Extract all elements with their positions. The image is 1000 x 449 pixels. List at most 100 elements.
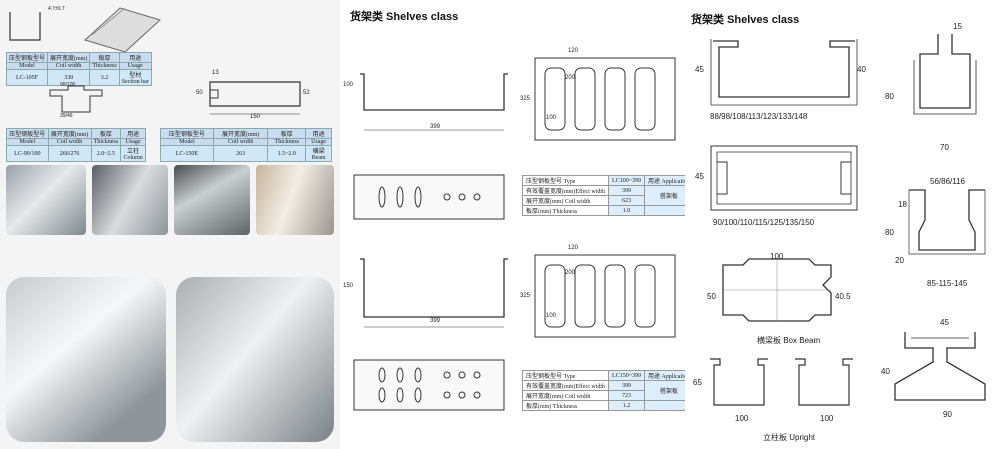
th: 展开宽度(mm)	[47, 128, 92, 139]
upright-2	[795, 358, 853, 406]
spec-label: 用途 Application	[643, 370, 685, 381]
c-profile-2	[710, 145, 858, 211]
dim-label: 100	[546, 115, 557, 121]
dim-label: 65	[693, 378, 702, 387]
dim-label: 100	[820, 414, 834, 423]
dim-label: 50	[196, 90, 203, 96]
th: Usage	[305, 138, 332, 146]
dim-label: 45	[695, 65, 704, 74]
th: 展开宽度(mm)	[47, 52, 91, 63]
hat-profile-2	[908, 189, 986, 255]
cell: 3.2	[89, 69, 120, 86]
dim-label: 40	[857, 65, 866, 74]
th: 用途	[305, 128, 332, 139]
panel-title: 货架类 Shelves class	[350, 11, 459, 23]
spec-label: 板厚(mm) Thickness	[521, 205, 610, 216]
dim-label: 100	[735, 414, 749, 423]
caption: 横梁板 Box Beam	[757, 336, 821, 345]
th: 板厚	[267, 128, 307, 139]
hole-strip-1	[353, 174, 505, 220]
steel-photo	[174, 165, 250, 235]
panel-title: 货架类 Shelves class	[691, 14, 800, 26]
dim-label: 70	[940, 143, 949, 152]
dim-label: 80	[885, 92, 894, 101]
steel-photo	[6, 277, 166, 442]
spec-value: LC100~399	[608, 175, 645, 186]
dim-label: 4.7±0.7	[48, 6, 65, 12]
dim-label: 399	[430, 318, 441, 324]
th: 板厚	[90, 128, 122, 139]
spec-label: 板厚(mm) Thickness	[521, 400, 610, 411]
th: 压型钢板型号	[160, 128, 214, 139]
spec-value: 723	[608, 390, 645, 401]
cell: 263	[212, 145, 269, 162]
shelves-panel-middle: 货架类 Shelves class 100 399 120 200 100 32…	[340, 0, 685, 449]
th: Thickness	[267, 138, 307, 146]
spec-label: 有效覆盖宽度(mm)Effect width	[521, 380, 610, 391]
dim-label: 100	[546, 313, 557, 319]
th: Model	[6, 138, 49, 146]
spec-value: 399	[608, 380, 645, 391]
th: Usage	[120, 138, 146, 146]
steel-photo	[256, 165, 334, 235]
caption: 立柱板 Upright	[763, 433, 816, 442]
th: 用途	[118, 52, 152, 63]
spec-value: 1.0	[608, 205, 645, 216]
th: Coil width	[47, 62, 91, 70]
dim-label: 120	[568, 48, 579, 54]
dim-label: 52	[303, 90, 310, 96]
dim-label: 90/100/110/115/125/135/150	[713, 218, 815, 227]
dim-label: 399	[430, 124, 441, 130]
dim-label: 39/46	[60, 113, 73, 119]
dim-label: 100	[770, 252, 784, 261]
dim-label: 90	[943, 410, 952, 419]
spec-label: 展开宽度(mm) Coil width	[521, 390, 610, 401]
cell: LC-105F	[5, 69, 49, 86]
spec-label: 有效覆盖宽度(mm)Effect width	[521, 185, 610, 196]
profile-drawing-1	[360, 73, 508, 131]
dim-label: 40	[881, 367, 890, 376]
hat-profile-1	[913, 34, 977, 115]
spec-value: 搭架板	[643, 185, 685, 206]
steel-photo	[176, 277, 334, 442]
dim-label: 90/100	[60, 82, 76, 88]
spec-value: LC150~399	[608, 370, 645, 381]
dim-label: 325	[520, 96, 531, 102]
cell: LC-150E	[160, 145, 214, 162]
steel-photo	[6, 165, 86, 235]
dim-label: 100	[343, 82, 354, 88]
th: Thickness	[90, 138, 122, 146]
th: 用途	[120, 128, 146, 139]
spec-empty	[643, 400, 685, 411]
dim-label: 200	[565, 75, 576, 81]
th: Usage	[118, 62, 152, 70]
th: 压型钢板型号	[6, 128, 49, 139]
dim-label: 88/98/108/113/123/133/148	[710, 112, 808, 121]
box-beam	[722, 258, 832, 322]
plan-drawing-1	[534, 57, 676, 141]
spec-empty	[643, 205, 685, 216]
cell: 1.5~2.0	[267, 145, 307, 162]
channel-drawing	[9, 7, 161, 53]
th: 展开宽度(mm)	[212, 128, 269, 139]
profile-drawing-2	[360, 258, 508, 328]
dim-label: 45	[940, 318, 949, 327]
dim-label: 120	[568, 245, 579, 251]
dim-label: 80	[885, 228, 894, 237]
th: 压型钢板型号	[5, 52, 49, 63]
dim-label: 45	[695, 172, 704, 181]
dim-label: 50	[707, 292, 716, 301]
th: Coil width	[47, 138, 92, 146]
upright-1	[710, 358, 768, 406]
cell: LC-90/100	[6, 145, 49, 162]
th: Coil width	[212, 138, 269, 146]
spec-value: 1.2	[608, 400, 645, 411]
dim-label: 200	[565, 270, 576, 276]
